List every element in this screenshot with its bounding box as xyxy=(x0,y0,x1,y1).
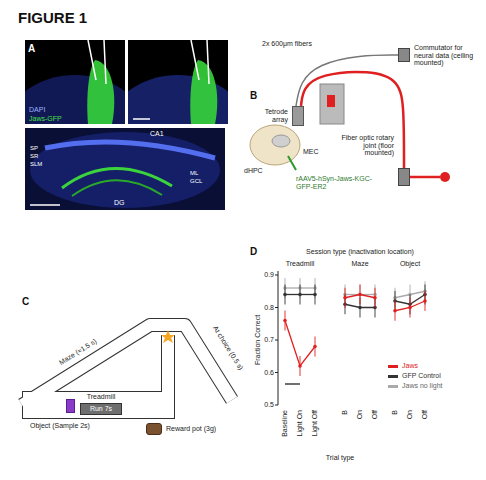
layer-label: ML xyxy=(190,170,198,177)
histology-image xyxy=(128,40,228,124)
legend-text: Jaws xyxy=(402,362,418,369)
data-point xyxy=(283,319,287,323)
tick-label: Light On xyxy=(296,410,304,436)
tick-label: Off xyxy=(421,410,429,419)
significance-bar xyxy=(285,383,300,384)
tick-label: 0.7 xyxy=(256,336,274,344)
object-box: Object (Sample 2s) xyxy=(66,399,75,413)
stain-label: Jaws-GFP xyxy=(29,115,62,123)
axis-title: Fraction Correct xyxy=(254,315,262,365)
data-point xyxy=(373,296,377,300)
layer-label: SLM xyxy=(30,161,42,168)
laser-source xyxy=(410,172,450,182)
data-point xyxy=(358,293,362,297)
node-text: Tetrode array xyxy=(248,108,288,123)
figure-title: FIGURE 1 xyxy=(18,10,87,27)
legend-swatch xyxy=(388,385,398,388)
tick xyxy=(275,340,278,341)
data-point xyxy=(313,293,317,297)
legend-swatch xyxy=(388,375,398,378)
panel-letter: A xyxy=(28,43,35,54)
node-text: Fiber optic rotary joint (floor mounted) xyxy=(338,134,394,157)
fiber-label: 2x 600μm fibers xyxy=(262,40,317,48)
brain-sketch xyxy=(250,125,300,170)
data-point xyxy=(313,345,317,349)
data-point xyxy=(358,293,362,297)
maze-track xyxy=(22,325,232,405)
node-text: Object (Sample 2s) xyxy=(20,422,100,430)
rotary-joint: Fiber optic rotary joint (floor mounted) xyxy=(398,168,410,186)
tick-label: Light Off xyxy=(311,410,319,436)
laser-shield xyxy=(320,84,344,124)
tick-label: B xyxy=(341,410,349,415)
stain-label: DAPI xyxy=(29,106,45,114)
legend-entry: Jaws no light xyxy=(388,382,442,390)
group-label: Maze xyxy=(351,260,368,268)
data-point xyxy=(343,296,347,300)
tick-label: 0.5 xyxy=(256,401,274,409)
layer-label: GCL xyxy=(190,178,202,185)
y-axis xyxy=(278,271,279,405)
panel-letter: C xyxy=(22,296,29,307)
tick-label: 0.6 xyxy=(256,369,274,377)
tick-label: 0.9 xyxy=(256,271,274,279)
cable xyxy=(301,72,404,168)
histology-image xyxy=(25,40,125,124)
cable xyxy=(296,55,398,106)
region-label: MEC xyxy=(303,148,319,156)
node-text: Reward pot (3g) xyxy=(166,425,236,433)
tick-label: On xyxy=(356,410,364,419)
virus-label: rAAV5-hSyn-Jaws-KGC-GFP-ER2 xyxy=(296,175,381,190)
node-text: Run 7s xyxy=(80,405,122,413)
data-point xyxy=(298,293,302,297)
tick-label: Off xyxy=(371,410,379,419)
data-point xyxy=(423,299,427,303)
histology-image xyxy=(25,128,225,210)
tick xyxy=(275,307,278,308)
node-text: Treadmill xyxy=(80,393,122,401)
legend-text: GFP Control xyxy=(402,372,441,379)
data-point xyxy=(393,309,397,313)
node-text: Commutator for neural data (ceiling moun… xyxy=(414,44,478,67)
data-point xyxy=(408,306,412,310)
tick xyxy=(275,405,278,406)
group-label: Treadmill xyxy=(286,260,315,268)
axis-title: Trial type xyxy=(326,454,355,462)
region-label: dHPC xyxy=(244,167,263,175)
legend-entry: GFP Control xyxy=(388,372,441,380)
commutator: Commutator for neural data (ceiling moun… xyxy=(398,48,410,62)
reward-pot: Reward pot (3g) xyxy=(146,423,162,435)
legend-text: Jaws no light xyxy=(402,382,442,389)
data-point xyxy=(358,306,362,310)
panel-letter: B xyxy=(250,90,257,101)
layer-label: SP xyxy=(30,145,38,152)
legend-swatch xyxy=(388,365,398,368)
region-label: DG xyxy=(114,199,125,207)
plot-title: Session type (inactivation location) xyxy=(306,248,414,256)
data-point xyxy=(283,293,287,297)
tick-label: 0.8 xyxy=(256,304,274,312)
region-label: CA1 xyxy=(150,130,164,138)
group-label: Object xyxy=(400,260,420,268)
tick xyxy=(275,372,278,373)
panel-letter: D xyxy=(250,246,257,257)
layer-label: SR xyxy=(30,153,38,160)
tick-label: On xyxy=(406,410,414,419)
tick-label: B xyxy=(391,410,399,415)
treadmill-box: TreadmillRun 7s xyxy=(80,403,122,415)
legend-entry: Jaws xyxy=(388,362,418,370)
tick xyxy=(275,275,278,276)
headstage: Tetrode array xyxy=(292,106,304,126)
tick-label: Baseline xyxy=(281,410,289,437)
data-point xyxy=(298,364,302,368)
